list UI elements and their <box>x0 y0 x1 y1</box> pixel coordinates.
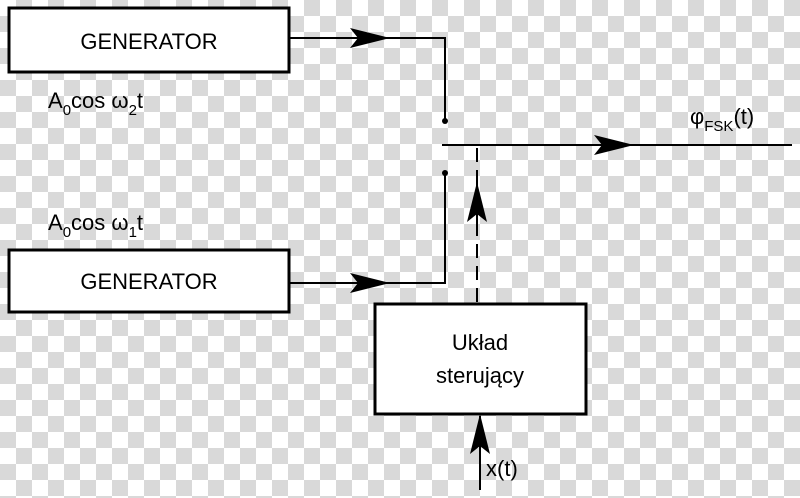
control-unit-block: Układ sterujący <box>373 302 588 416</box>
generator-bottom-block: GENERATOR <box>7 248 291 314</box>
switch-contact-top <box>442 118 448 124</box>
control-unit-line1: Układ <box>452 330 508 355</box>
generator-top-wire <box>386 37 446 121</box>
generator-bottom-signal: A0cos ω1t <box>48 210 143 241</box>
control-unit-line2: sterujący <box>436 363 524 388</box>
output-label: φFSK(t) <box>690 104 754 135</box>
switch-contact-bottom <box>442 170 448 176</box>
generator-bottom-label: GENERATOR <box>80 269 217 294</box>
generator-bottom-wire <box>386 173 446 284</box>
generator-top-block: GENERATOR <box>7 6 291 74</box>
generator-top-label: GENERATOR <box>80 29 217 54</box>
generator-top-signal: A0cos ω2t <box>48 88 143 119</box>
input-label: x(t) <box>486 456 518 481</box>
